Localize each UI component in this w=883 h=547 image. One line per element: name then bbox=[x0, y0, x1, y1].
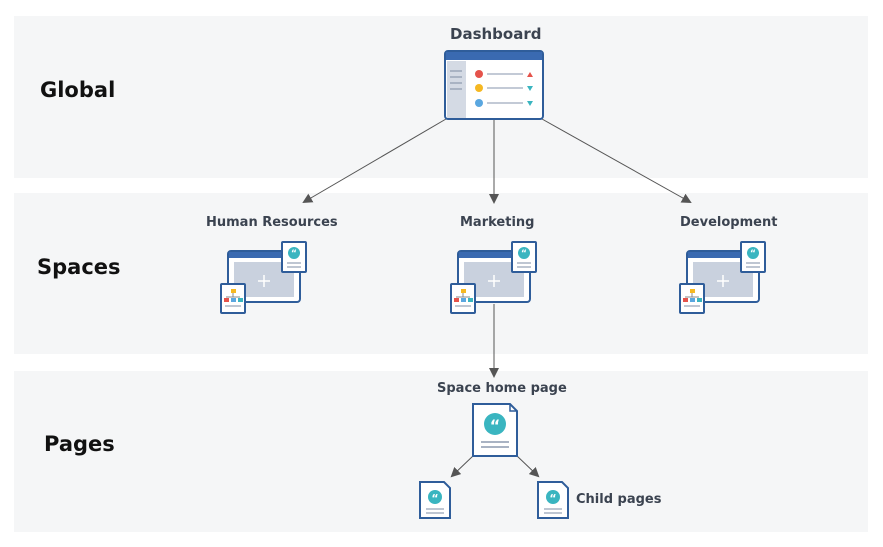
svg-text:“: “ bbox=[750, 249, 756, 259]
space-home-page-icon: “ bbox=[472, 403, 518, 457]
arrow-dashboard-to-development bbox=[541, 118, 692, 203]
connectors bbox=[302, 118, 692, 478]
svg-text:“: “ bbox=[490, 416, 501, 435]
global-band bbox=[14, 16, 868, 178]
child-page-icon-left: “ bbox=[419, 481, 451, 519]
svg-text:“: “ bbox=[549, 492, 556, 505]
space-home-page-label: Space home page bbox=[437, 381, 567, 396]
svg-text:“: “ bbox=[291, 249, 297, 259]
space-icon-development: “ bbox=[679, 241, 766, 314]
spaces-label: Spaces bbox=[37, 255, 121, 279]
space-label-human-resources: Human Resources bbox=[206, 215, 338, 230]
arrow-home-to-child-left bbox=[450, 454, 475, 478]
dashboard-icon bbox=[444, 50, 544, 120]
child-pages-label: Child pages bbox=[576, 492, 662, 507]
global-label: Global bbox=[40, 78, 116, 102]
pages-label: Pages bbox=[44, 432, 115, 456]
arrow-dashboard-to-human-resources bbox=[302, 118, 447, 204]
dashboard-label: Dashboard bbox=[450, 25, 542, 43]
child-page-icon-right: “ bbox=[537, 481, 569, 519]
arrow-home-to-child-right bbox=[515, 454, 540, 478]
space-label-marketing: Marketing bbox=[460, 215, 535, 230]
svg-text:“: “ bbox=[431, 492, 438, 505]
svg-text:“: “ bbox=[521, 249, 527, 259]
space-icon-marketing: “ bbox=[450, 241, 537, 314]
space-icon-human-resources: “ bbox=[220, 241, 307, 314]
space-label-development: Development bbox=[680, 215, 778, 230]
